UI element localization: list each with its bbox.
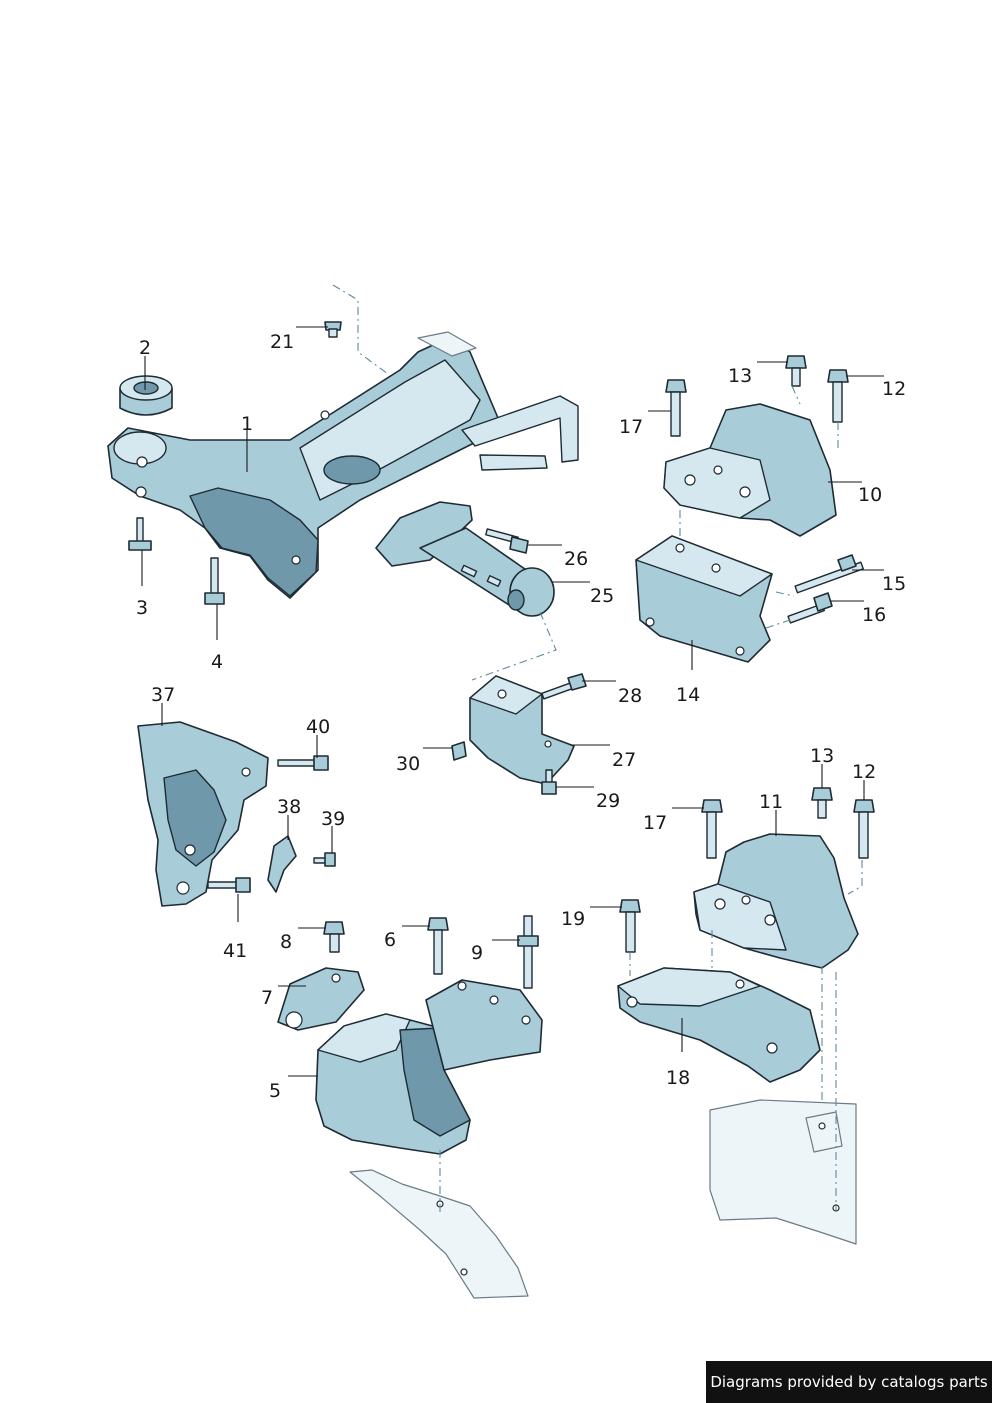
bolt-part-4 xyxy=(204,557,225,605)
bolt-part-39 xyxy=(313,852,336,867)
callout-30: 30 xyxy=(396,753,420,775)
callout-40: 40 xyxy=(306,716,330,738)
callout-28: 28 xyxy=(618,685,642,707)
stud-part-9 xyxy=(517,915,539,989)
callout-15: 15 xyxy=(882,573,906,595)
callout-29: 29 xyxy=(596,790,620,812)
callout-17-upper: 17 xyxy=(619,416,643,438)
callout-41: 41 xyxy=(223,940,247,962)
bolt-part-19 xyxy=(619,899,641,953)
mount-part-5 xyxy=(315,979,543,1155)
bolt-part-8 xyxy=(323,921,345,953)
alignment-lines xyxy=(332,284,863,1212)
bushing-part-2 xyxy=(119,375,173,416)
callout-26: 26 xyxy=(564,548,588,570)
leader-lines xyxy=(141,326,884,1077)
callout-14: 14 xyxy=(676,684,700,706)
callout-12-upper: 12 xyxy=(882,378,906,400)
callout-19: 19 xyxy=(561,908,585,930)
callout-16: 16 xyxy=(862,604,886,626)
bolt-part-29 xyxy=(541,769,557,795)
callout-2: 2 xyxy=(139,337,151,359)
bolt-part-13-upper xyxy=(785,355,807,387)
callout-1: 1 xyxy=(241,413,253,435)
callout-21: 21 xyxy=(270,331,294,353)
bolt-part-40 xyxy=(277,755,329,771)
bolt-part-16 xyxy=(787,592,833,624)
carrier-part-18 xyxy=(617,967,821,1083)
bolt-part-12-lower xyxy=(853,799,875,859)
bolt-part-21 xyxy=(324,321,342,338)
callout-7: 7 xyxy=(261,987,273,1009)
mount-part-10 xyxy=(663,403,837,537)
callout-25: 25 xyxy=(590,585,614,607)
callout-37: 37 xyxy=(151,684,175,706)
bolt-part-17-lower xyxy=(701,799,723,859)
callout-13-upper: 13 xyxy=(728,365,752,387)
body-panel-lower-left xyxy=(349,1169,529,1299)
callout-labels: 1 2 3 4 21 26 25 17 13 12 10 15 16 14 28… xyxy=(136,331,906,1102)
callout-11: 11 xyxy=(759,791,783,813)
bolt-part-17-upper xyxy=(665,379,687,437)
subframe-part-1 xyxy=(107,331,579,599)
credit-banner: Diagrams provided by catalogs parts xyxy=(706,1361,992,1403)
body-panel-lower-right xyxy=(709,1099,857,1245)
callout-12-lower: 12 xyxy=(852,761,876,783)
callout-10: 10 xyxy=(858,484,882,506)
bolt-part-6 xyxy=(427,917,449,975)
callout-8: 8 xyxy=(280,931,292,953)
callout-6: 6 xyxy=(384,929,396,951)
clip-part-38 xyxy=(267,835,297,893)
callout-3: 3 xyxy=(136,597,148,619)
bracket-part-7 xyxy=(277,967,365,1031)
callout-9: 9 xyxy=(471,942,483,964)
mount-part-11 xyxy=(693,833,859,969)
nut-part-30 xyxy=(451,741,467,761)
callout-38: 38 xyxy=(277,796,301,818)
bracket-part-37 xyxy=(137,721,269,907)
bolt-part-3 xyxy=(128,517,152,551)
bolt-part-28 xyxy=(541,673,587,700)
bolt-part-13-lower xyxy=(811,787,833,819)
bolt-part-41 xyxy=(207,877,251,893)
pendulum-support-part-25 xyxy=(375,501,555,617)
callout-4: 4 xyxy=(211,651,223,673)
callout-13-lower: 13 xyxy=(810,745,834,767)
bolt-part-26 xyxy=(485,528,529,554)
console-part-14 xyxy=(635,535,773,663)
bracket-part-27 xyxy=(469,675,575,785)
callout-5: 5 xyxy=(269,1080,281,1102)
bolt-part-12-upper xyxy=(827,369,849,423)
callout-27: 27 xyxy=(612,749,636,771)
stud-part-15 xyxy=(794,554,864,594)
callout-17-lower: 17 xyxy=(643,812,667,834)
callout-39: 39 xyxy=(321,808,345,830)
callout-18: 18 xyxy=(666,1067,690,1089)
